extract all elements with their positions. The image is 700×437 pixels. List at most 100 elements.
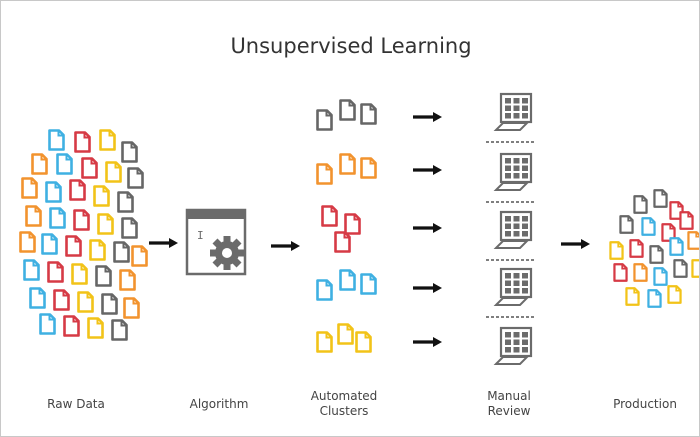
file-icon <box>339 153 356 175</box>
file-icon <box>47 261 64 283</box>
file-icon <box>339 269 356 291</box>
file-icon <box>316 109 333 131</box>
file-icon <box>334 231 351 253</box>
arrow-right-icon <box>413 111 443 123</box>
file-icon <box>653 189 668 208</box>
cursor-glyph: I <box>197 229 204 242</box>
file-icon <box>360 103 377 125</box>
file-icon <box>89 239 106 261</box>
file-icon <box>669 237 684 256</box>
file-icon <box>95 265 112 287</box>
cluster-orange <box>316 153 377 185</box>
file-icon <box>53 289 70 311</box>
algorithm-label: Algorithm <box>189 397 249 411</box>
arrow-right-icon <box>149 237 179 249</box>
file-icon <box>131 245 148 267</box>
monitor-grid-icon <box>493 152 533 191</box>
arrow-right-icon <box>413 336 443 348</box>
file-icon <box>48 129 65 151</box>
file-icon <box>629 239 644 258</box>
automated-clusters-label: Automated Clusters <box>310 389 378 418</box>
file-icon <box>81 157 98 179</box>
file-icon <box>633 263 648 282</box>
file-icon <box>93 185 110 207</box>
file-icon <box>337 323 354 345</box>
cluster-yellow <box>316 323 372 353</box>
file-icon <box>25 205 42 227</box>
file-icon <box>344 213 361 235</box>
file-icon <box>71 263 88 285</box>
raw-data-label: Raw Data <box>47 397 105 411</box>
manual-review-label: Manual Review <box>487 389 531 418</box>
file-icon <box>74 131 91 153</box>
file-icon <box>625 287 640 306</box>
cluster-blue <box>316 269 377 301</box>
file-icon <box>339 99 356 121</box>
monitor-grid-icon <box>493 92 533 131</box>
file-icon <box>360 157 377 179</box>
file-icon <box>73 209 90 231</box>
file-icon <box>649 245 664 264</box>
file-icon <box>69 179 86 201</box>
file-icon <box>667 285 682 304</box>
file-icon <box>97 213 114 235</box>
file-icon <box>49 207 66 229</box>
file-icon <box>105 161 122 183</box>
file-icon <box>316 331 333 353</box>
file-icon <box>65 235 82 257</box>
file-icon <box>687 231 699 250</box>
file-icon <box>641 217 656 236</box>
file-icon <box>121 141 138 163</box>
arrow-right-icon <box>413 282 443 294</box>
arrow-right-icon <box>413 164 443 176</box>
file-icon <box>29 287 46 309</box>
file-icon <box>77 291 94 313</box>
file-icon <box>653 267 668 286</box>
production-label: Production <box>613 397 677 411</box>
file-icon <box>119 269 136 291</box>
file-icon <box>609 241 624 260</box>
gear-icon <box>210 236 244 270</box>
file-icon <box>121 217 138 239</box>
monitor-grid-icon <box>493 326 533 365</box>
file-icon <box>41 233 58 255</box>
file-icon <box>613 263 628 282</box>
file-icon <box>647 289 662 308</box>
file-icon <box>113 241 130 263</box>
file-icon <box>123 297 140 319</box>
raw-data-group <box>19 129 148 341</box>
file-icon <box>619 215 634 234</box>
file-icon <box>111 319 128 341</box>
file-icon <box>316 163 333 185</box>
production-group <box>609 189 699 308</box>
file-icon <box>355 331 372 353</box>
cluster-red <box>321 205 361 253</box>
file-icon <box>56 153 73 175</box>
window-titlebar <box>187 210 245 219</box>
diagram-title: Unsupervised Learning <box>230 34 472 58</box>
arrow-right-icon <box>271 240 301 252</box>
file-icon <box>99 129 116 151</box>
file-icon <box>19 231 36 253</box>
file-icon <box>316 279 333 301</box>
monitor-grid-icon <box>493 210 533 249</box>
file-icon <box>679 211 694 230</box>
arrow-right-icon <box>413 222 443 234</box>
file-icon <box>633 195 648 214</box>
file-icon <box>673 259 688 278</box>
file-icon <box>39 313 56 335</box>
manual-review-group <box>486 92 534 365</box>
automated-clusters-group <box>316 99 377 353</box>
file-icon <box>63 315 80 337</box>
file-icon <box>691 259 699 278</box>
file-icon <box>321 205 338 227</box>
file-icon <box>101 293 118 315</box>
cluster-gray <box>316 99 377 131</box>
file-icon <box>127 167 144 189</box>
algorithm-icon: I <box>185 208 247 276</box>
arrow-right-icon <box>561 238 591 250</box>
monitor-grid-icon <box>493 267 533 306</box>
file-icon <box>31 153 48 175</box>
